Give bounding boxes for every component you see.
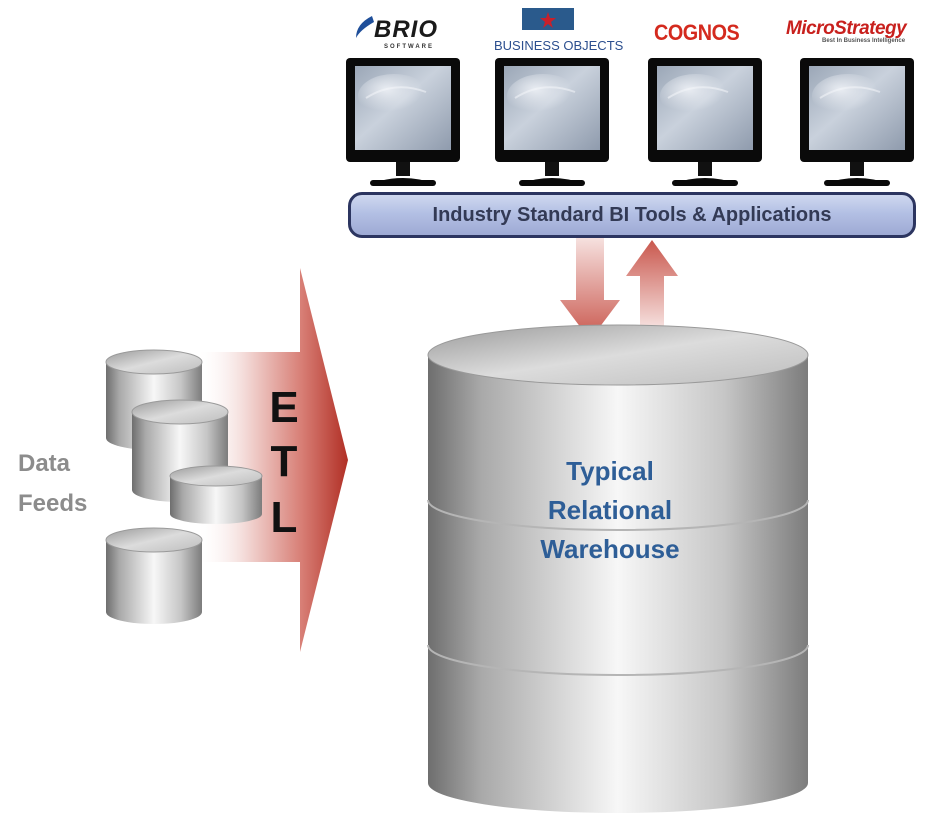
warehouse-label-line: Warehouse <box>540 534 680 564</box>
warehouse-label-line: Typical <box>566 456 654 486</box>
data-feeds-line: Data <box>18 450 71 477</box>
microstrategy-name: MicroStrategy <box>786 18 907 39</box>
business-objects-logo: BUSINESS OBJECTS <box>494 6 634 53</box>
business-objects-mark-icon <box>522 8 574 30</box>
bi-tools-label: Industry Standard BI Tools & Application… <box>432 203 832 226</box>
brio-logo: BRIO SOFTWARE <box>352 10 438 54</box>
brio-subtitle: SOFTWARE <box>384 44 434 50</box>
bi-tools-band: Industry Standard BI Tools & Application… <box>348 192 916 238</box>
database-cylinder-icon <box>169 465 263 524</box>
brio-swoosh-icon <box>356 16 374 38</box>
microstrategy-logo: MicroStrategy Best In Business Intellige… <box>786 18 936 44</box>
right-arrow-icon <box>196 268 348 652</box>
cognos-logo: COGNOS <box>654 20 740 45</box>
monitor-icon <box>494 57 610 187</box>
down-arrow-icon <box>560 238 620 340</box>
brio-name: BRIO <box>374 16 438 43</box>
etl-letter: E <box>269 383 299 432</box>
up-arrow-icon <box>626 240 678 328</box>
monitor-icon <box>799 57 915 187</box>
warehouse-label: Typical Relational Warehouse <box>500 452 720 569</box>
etl-letter: L <box>270 493 298 542</box>
etl-letter: T <box>270 437 298 486</box>
monitor-icon <box>647 57 763 187</box>
business-objects-name: BUSINESS OBJECTS <box>494 38 624 53</box>
warehouse-cylinder-icon <box>427 324 809 813</box>
microstrategy-tagline: Best In Business Intelligence <box>822 38 906 44</box>
database-cylinder-icon <box>105 527 203 624</box>
data-feeds-label: Data Feeds <box>18 444 110 524</box>
warehouse-label-line: Relational <box>547 495 673 525</box>
data-feeds-line: Feeds <box>18 490 88 517</box>
monitor-icon <box>345 57 461 187</box>
